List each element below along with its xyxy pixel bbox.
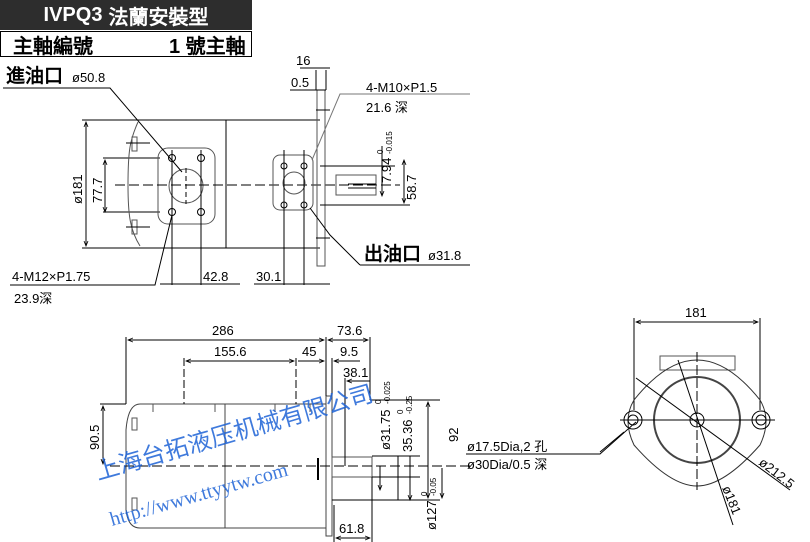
dim-dia-181-top: ø181 [70,174,85,204]
dim-0-5: 0.5 [291,75,309,90]
dim-16: 16 [296,53,310,68]
dim-dia-127: ø127 [424,500,439,530]
title-bar: IVPQ3 法蘭安裝型 [0,0,252,30]
thread-depth-top: 21.6 深 [366,100,408,115]
model-name: IVPQ3 [43,3,103,26]
shaft-spec-row: 主軸編號 1 號主軸 [0,31,252,58]
dim-35-36-tol-upper: 0 [396,409,405,414]
dim-30-1: 30.1 [256,269,281,284]
inlet-port-size: ø50.8 [72,70,105,85]
dim-35-36-tol-lower: -0.25 [405,395,414,414]
dim-dia-181-front: ø181 [719,484,744,517]
dim-38-1: 38.1 [343,365,368,380]
dim-31-75-tol-lower: -0.025 [383,381,392,404]
dim-35-36: 35.36 [400,419,415,452]
dim-73-6: 73.6 [337,323,362,338]
dim-dia-31-75: ø31.75 [378,410,393,450]
dim-286: 286 [212,323,234,338]
side-view [100,337,637,542]
dim-9-5: 9.5 [340,344,358,359]
dim-155-6: 155.6 [214,344,247,359]
dim-45: 45 [302,344,316,359]
top-view [3,67,470,286]
hole-note-counterbore: ø30Dia/0.5 深 [467,457,547,472]
dim-dia-212-5: ø212.5 [756,455,797,492]
dim-77-7: 77.7 [90,178,105,203]
dim-7-94-tol-upper: 0 [376,149,385,154]
dim-58-7: 58.7 [404,175,419,200]
dim-181-width: 181 [685,305,707,320]
watermark-company: 上海台拓液压机械有限公司 [92,380,376,485]
thread-note-top: 4-M10×P1.5 [366,80,437,95]
outlet-port-size: ø31.8 [428,248,461,263]
dim-92: 92 [446,428,461,442]
dim-7-94-tol-lower: -0.015 [385,131,394,154]
outlet-port-label: 出油口 [364,242,421,265]
mount-type: 法蘭安裝型 [108,6,209,29]
dim-31-75-tol-upper: 0 [374,399,383,404]
dim-127-tol-lower: -0.05 [429,477,438,496]
shaft-value: 1 號主軸 [169,35,246,58]
inlet-port-label: 進油口 [6,65,63,87]
thread-note-bottom: 4-M12×P1.75 [12,269,90,284]
thread-depth-bottom: 23.9深 [14,291,52,306]
hole-note-dia: ø17.5Dia,2 孔 [467,439,547,454]
dim-90-5: 90.5 [87,425,102,450]
dim-61-8: 61.8 [339,521,364,536]
dim-7-94: 7.94 [379,158,394,183]
shaft-label: 主軸編號 [13,35,93,58]
dim-127-tol-upper: 0 [420,491,429,496]
front-view [599,318,791,526]
dim-42-8: 42.8 [203,269,228,284]
